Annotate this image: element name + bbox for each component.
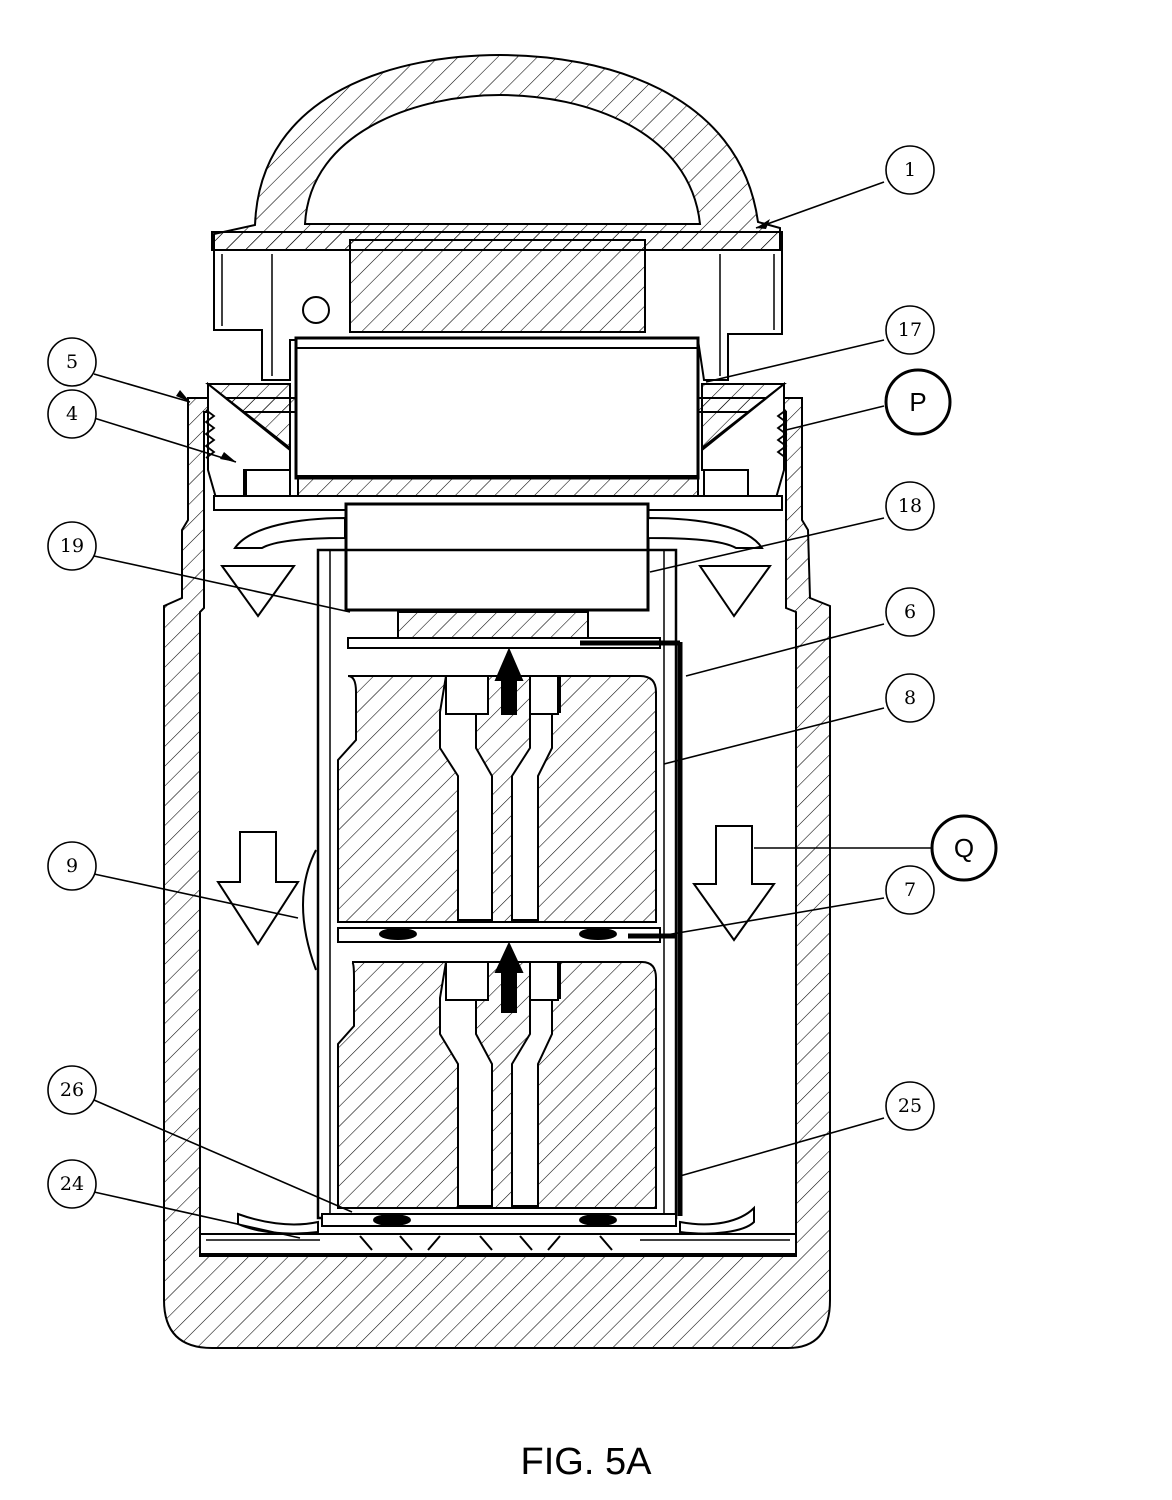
ref-text-18: 18 (898, 495, 922, 517)
jar-wall (163, 397, 831, 1349)
ref-label-5: 5 (47, 337, 97, 387)
flow-arrows (216, 516, 776, 1235)
reference-labels: 1 17 5 4 P 18 19 6 (47, 145, 998, 1209)
curved-arrow-bottom-left (237, 1212, 319, 1235)
ref-label-9: 9 (47, 841, 97, 891)
filter-cartridge-17 (294, 336, 700, 480)
curved-arrow-right (647, 516, 764, 549)
bottle-holder-upper (337, 675, 657, 923)
curved-arrow-bottom-right (679, 1205, 755, 1235)
container-body (163, 53, 831, 1349)
down-arrow-right (692, 825, 776, 942)
ref-text-25: 25 (898, 1095, 922, 1117)
up-arrow-lower (494, 941, 524, 1013)
bottle-holder-lower (337, 961, 657, 1209)
threads-right (776, 409, 788, 459)
ref-text-5: 5 (66, 351, 78, 373)
ref-text-26: 26 (60, 1079, 84, 1101)
ref-label-26: 26 (47, 1065, 97, 1115)
ref-label-8: 8 (885, 673, 935, 723)
ref-label-Q: Q (930, 814, 998, 882)
cartridge-base (297, 475, 699, 497)
ref-text-6: 6 (904, 601, 916, 623)
ref-label-4: 4 (47, 389, 97, 439)
ref-label-24: 24 (47, 1159, 97, 1209)
ref-text-4: 4 (66, 403, 78, 425)
bulge-9 (302, 849, 317, 971)
ref-text-8: 8 (904, 687, 916, 709)
figure-caption: FIG. 5A (520, 1441, 652, 1483)
ref-label-19: 19 (47, 521, 97, 571)
ref-label-17: 17 (885, 305, 935, 355)
lower-cylinder-18 (344, 502, 650, 612)
ref-text-P: P (909, 387, 926, 417)
curved-arrow-left (233, 516, 346, 549)
ref-label-1: 1 (885, 145, 935, 195)
ref-text-24: 24 (60, 1173, 84, 1195)
threads-left (204, 409, 216, 459)
ref-text-19: 19 (60, 535, 84, 557)
down-arrow-left (216, 831, 300, 946)
ref-text-7: 7 (904, 879, 916, 901)
base-grate-24 (199, 1233, 797, 1255)
ref-label-7: 7 (885, 865, 935, 915)
ref-text-1: 1 (904, 159, 916, 181)
ref-label-P: P (884, 368, 952, 436)
vent-hole (302, 296, 330, 324)
ref-text-Q: Q (954, 833, 974, 863)
up-arrow-upper (494, 647, 524, 715)
ref-label-6: 6 (885, 587, 935, 637)
cap-plug (349, 239, 646, 333)
ref-label-25: 25 (885, 1081, 935, 1131)
ref-label-18: 18 (885, 481, 935, 531)
ref-text-9: 9 (66, 855, 78, 877)
ref-text-17: 17 (898, 319, 922, 341)
dome-handle (213, 53, 781, 251)
leader-lines (93, 181, 932, 1239)
